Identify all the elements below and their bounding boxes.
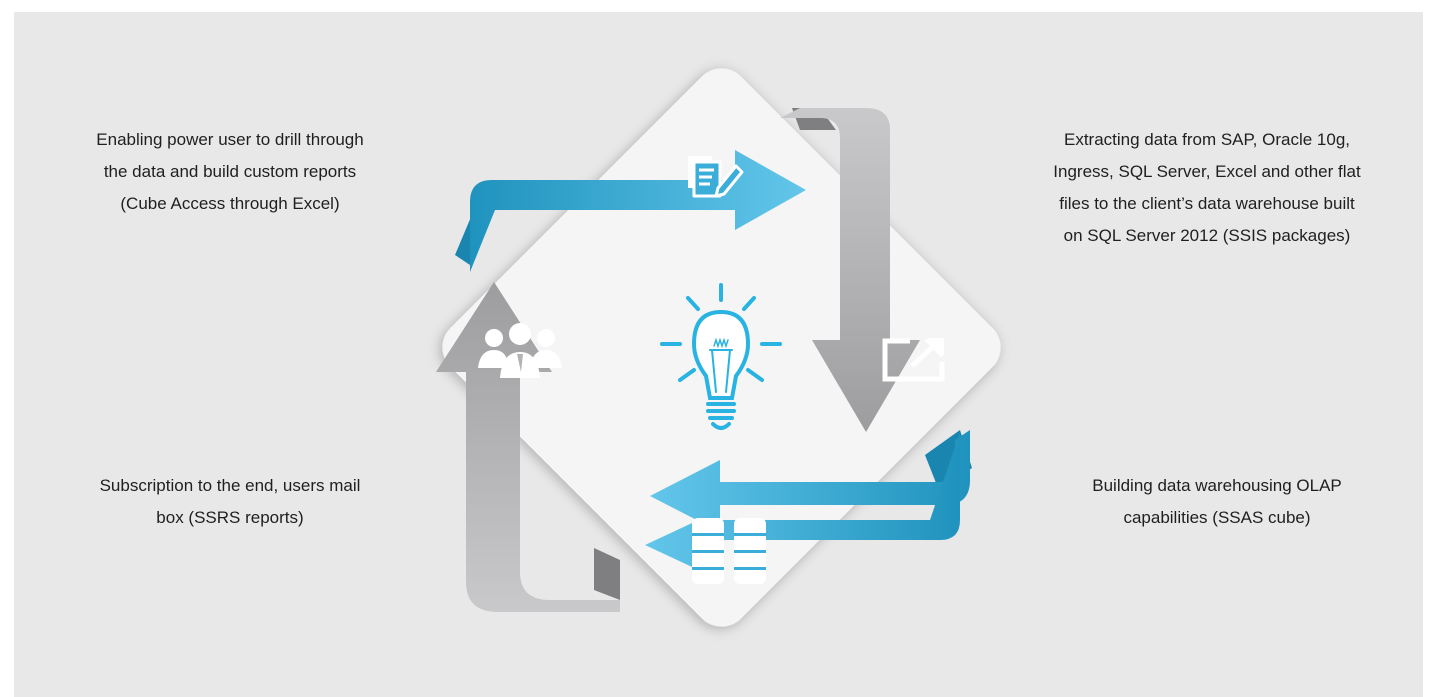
document-edit-icon — [688, 156, 744, 198]
caption-top-left: Enabling power user to drill through the… — [40, 124, 420, 220]
caption-line: Building data warehousing OLAP — [1092, 476, 1342, 495]
database-icon — [692, 518, 766, 584]
caption-line: capabilities (SSAS cube) — [1123, 508, 1311, 527]
caption-line: Enabling power user to drill through — [96, 130, 364, 149]
users-group-icon — [478, 323, 562, 378]
caption-line: (Cube Access through Excel) — [120, 194, 340, 213]
caption-line: Ingress, SQL Server, Excel and other fla… — [1053, 162, 1361, 181]
caption-line: box (SSRS reports) — [156, 508, 304, 527]
caption-line: the data and build custom reports — [103, 162, 357, 181]
export-icon — [882, 338, 945, 382]
caption-line: Subscription to the end, users mail — [99, 476, 361, 495]
caption-line: files to the client’s data warehouse bui… — [1059, 194, 1355, 213]
caption-top-right: Extracting data from SAP, Oracle 10g, In… — [1012, 124, 1402, 252]
caption-bottom-left: Subscription to the end, users mail box … — [40, 470, 420, 534]
caption-bottom-right: Building data warehousing OLAP capabilit… — [1052, 470, 1382, 534]
arrow-top-blue — [470, 150, 806, 272]
caption-line: Extracting data from SAP, Oracle 10g, — [1064, 130, 1350, 149]
arrow-bottom-blue — [645, 430, 970, 580]
caption-line: on SQL Server 2012 (SSIS packages) — [1063, 226, 1351, 245]
lightbulb-icon — [660, 283, 782, 430]
